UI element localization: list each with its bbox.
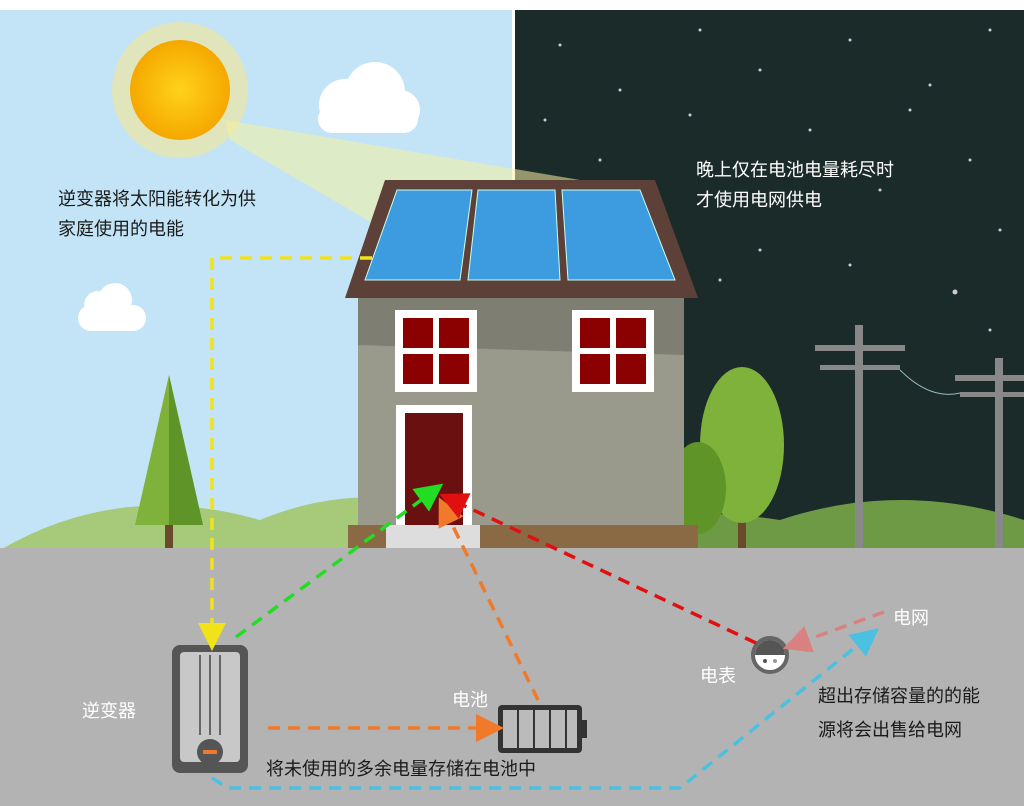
caption-line: 源将会出售给电网 [818,720,962,741]
caption-line: 逆变器将太阳能转化为供 [58,189,256,210]
flow-grid-to-house [439,493,757,645]
grid-label: 电网 [893,608,929,629]
flow-surplus-to-grid [211,628,879,790]
battery-label: 电池 [452,690,488,711]
door [405,413,463,525]
power-pole [815,325,1024,550]
night-info-caption: 晚上仅在电池电量耗尽时 才使用电网供电 [696,156,894,216]
house [345,180,698,549]
sun-icon [112,22,248,158]
tree-left [135,375,203,552]
meter-label: 电表 [700,666,736,687]
cloud-icon [78,62,420,331]
surplus-caption: 超出存储容量的的能 源将会出售给电网 [818,680,980,748]
inverter-label: 逆变器 [82,701,136,722]
inverter-info-caption: 逆变器将太阳能转化为供 家庭使用的电能 [58,185,256,245]
flow-grid-to-meter [782,610,885,653]
caption-line: 超出存储容量的的能 [818,686,980,707]
caption-line: 才使用电网供电 [696,190,822,211]
ground [0,548,1024,806]
storage-caption: 将未使用的多余电量存储在电池中 [266,759,536,780]
stars [543,28,1002,332]
inverter-icon [172,645,248,773]
flow-panel-to-inverter [198,256,372,651]
caption-line: 家庭使用的电能 [58,219,184,240]
electric-meter-icon [751,636,789,674]
battery-icon [498,705,587,753]
flow-inverter-to-house [234,483,444,639]
caption-line: 晚上仅在电池电量耗尽时 [696,160,894,181]
flow-battery-to-house [438,497,540,701]
